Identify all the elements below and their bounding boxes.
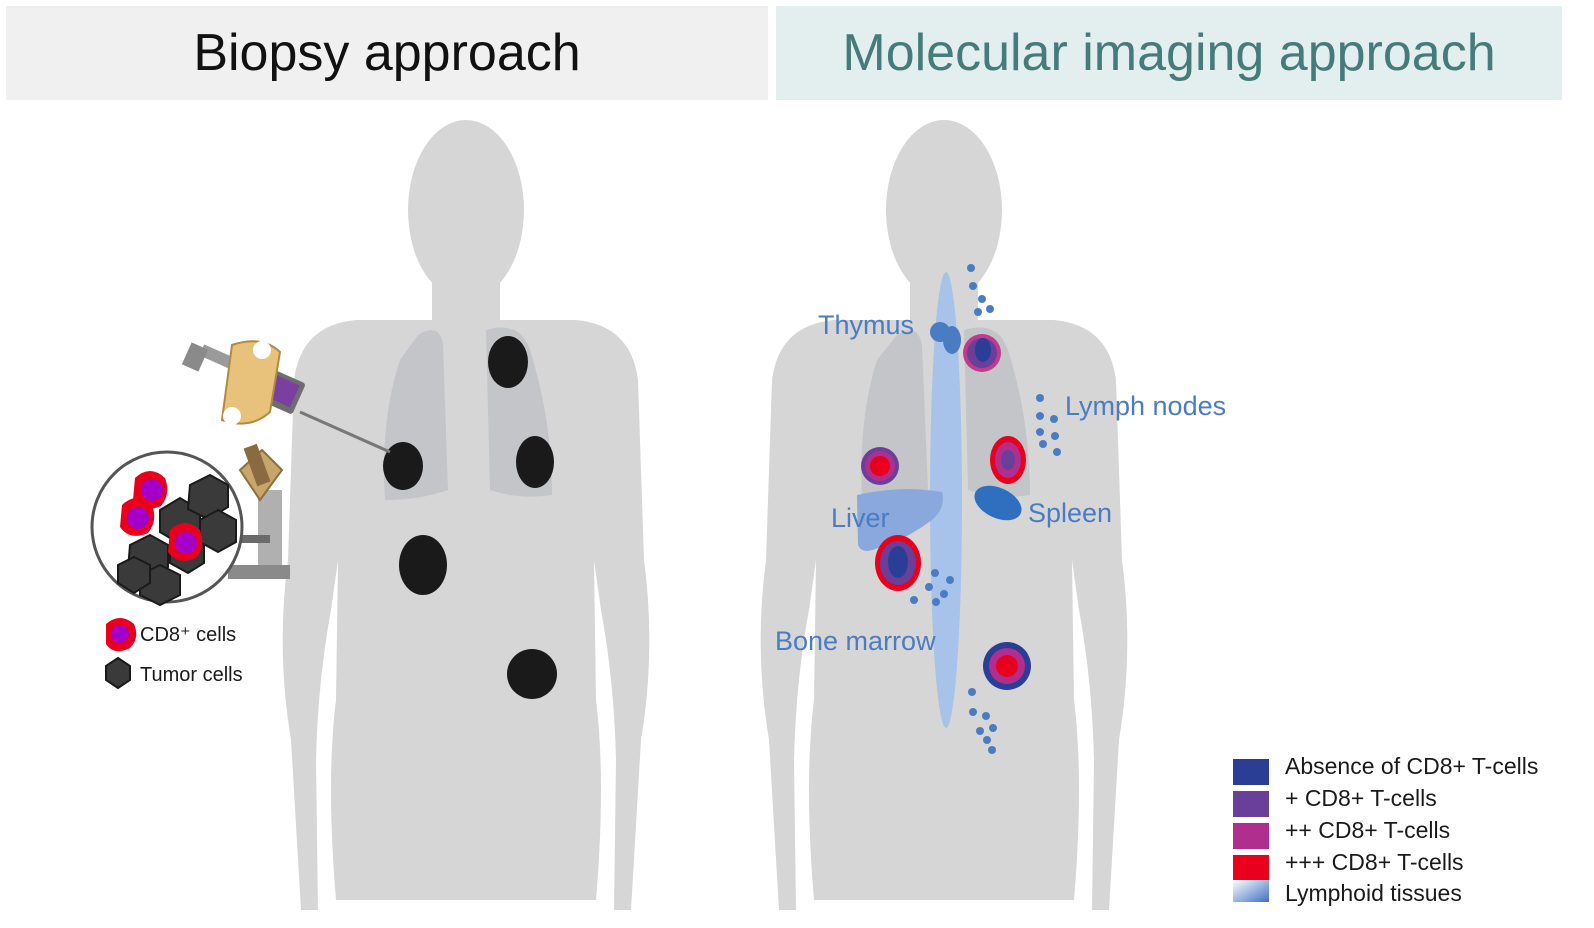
- syringe-icon: [181, 340, 391, 454]
- liver-label: Liver: [831, 503, 890, 533]
- spleen-region: [974, 485, 1022, 521]
- lesion-tcell-infiltrated: [861, 447, 899, 485]
- legend-label-plusplus: ++ CD8+ T-cells: [1285, 817, 1450, 843]
- thymus-label: Thymus: [818, 310, 914, 340]
- bone-marrow-region: [930, 272, 962, 728]
- tumor-cells-label: Tumor cells: [140, 664, 243, 686]
- tumor-cell-legend-icon: [105, 656, 131, 690]
- legend-swatch-plus: [1233, 791, 1269, 817]
- cd8-cells-label: CD8⁺ cells: [140, 624, 236, 646]
- tumor-lesion: [399, 535, 447, 595]
- molecular-imaging-header: Molecular imaging approach: [776, 6, 1562, 100]
- legend-swatch-plusplus: [1233, 823, 1269, 849]
- tumor-lesion: [383, 442, 423, 490]
- liver-region: [857, 489, 943, 551]
- molecular-imaging-title: Molecular imaging approach: [842, 24, 1496, 82]
- legend-swatch-absence: [1233, 759, 1269, 785]
- spleen-label: Spleen: [1028, 498, 1112, 528]
- bone-marrow-label: Bone marrow: [775, 626, 936, 656]
- tumor-lesion: [488, 336, 528, 388]
- biopsy-approach-title: Biopsy approach: [193, 24, 581, 82]
- thymus-region: [930, 322, 961, 354]
- magnified-biopsy-view: [90, 450, 244, 607]
- lesion-tcell-infiltrated: [963, 334, 1001, 372]
- legend-label-plus: + CD8+ T-cells: [1285, 785, 1437, 811]
- legend-swatch-lymphoid: [1233, 880, 1269, 902]
- legend-swatch-plusplusplus: [1233, 855, 1269, 881]
- legend-label-absence: Absence of CD8+ T-cells: [1285, 753, 1538, 779]
- tumor-lesion: [516, 436, 554, 488]
- tumor-lesion: [507, 649, 557, 699]
- lymph-node-dots: [910, 264, 1061, 754]
- cd8-cell-legend-icon: [106, 618, 137, 652]
- biopsy-approach-header: Biopsy approach: [6, 6, 768, 100]
- lesion-tcell-infiltrated: [990, 436, 1026, 484]
- lesion-tcell-infiltrated: [875, 535, 921, 591]
- microscope-icon: [228, 443, 290, 579]
- legend: Absence of CD8+ T-cells + CD8+ T-cells +…: [1233, 753, 1538, 906]
- legend-label-plusplusplus: +++ CD8+ T-cells: [1285, 849, 1464, 875]
- lymph-nodes-label: Lymph nodes: [1065, 391, 1226, 421]
- legend-label-lymphoid: Lymphoid tissues: [1285, 880, 1462, 906]
- lesion-tcell-infiltrated: [983, 642, 1031, 690]
- left-body-silhouette: [282, 120, 650, 910]
